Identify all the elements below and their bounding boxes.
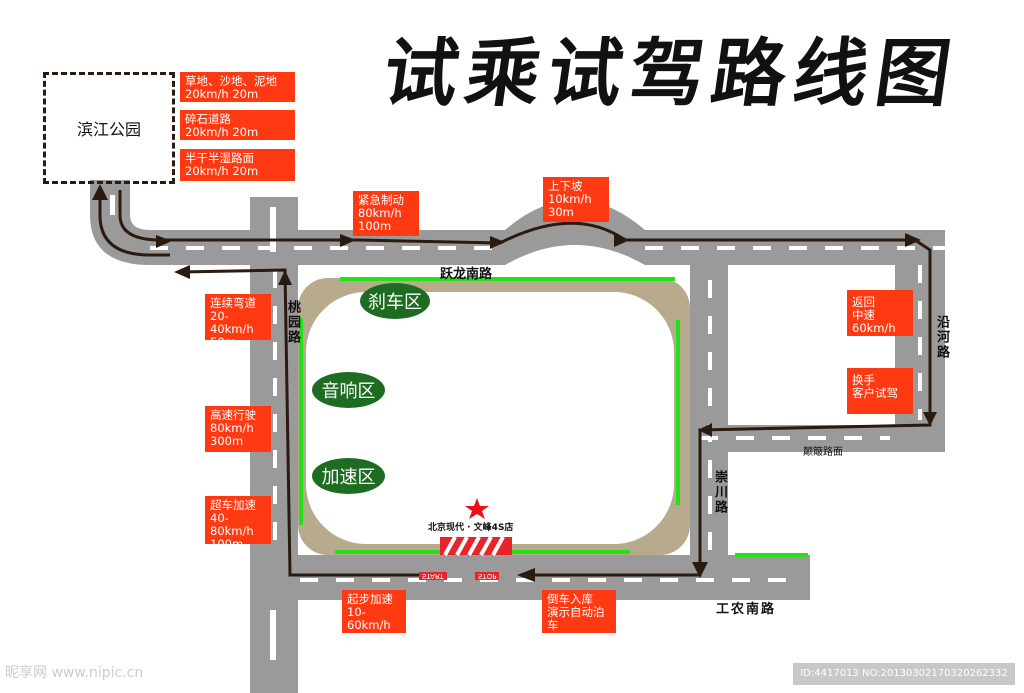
label-speed: 20km/h 20m — [185, 164, 259, 178]
road-taoyuan: 桃园路 — [285, 300, 300, 345]
park-label: 滨江公园 — [76, 120, 141, 139]
label-emergency-brake: 紧急制动 80km/h 100m — [353, 191, 419, 236]
label-overtake: 超车加速 40-80km/h 100m — [205, 496, 271, 551]
stop-marker: STOP — [475, 572, 500, 580]
zone-acceleration: 加速区 — [312, 458, 385, 494]
label-return: 返回 中速60km/h — [847, 290, 913, 336]
label-parking: 倒车入库 演示自动泊车 — [542, 590, 616, 633]
label-title: 草地、沙地、泥地 — [185, 74, 277, 88]
road-gongnong: 工农南路 — [716, 602, 777, 617]
star-icon — [465, 498, 489, 519]
road-yuelong: 跃龙南路 — [440, 267, 493, 282]
label-speed: 20km/h 20m — [185, 87, 259, 101]
watermark: 昵享网 www.nipic.cn — [5, 665, 144, 681]
label-start-accel: 起步加速 10-60km/h 100m — [342, 590, 406, 645]
road-yanhe: 沿河路 — [934, 315, 949, 360]
road-chongchuan: 崇川路 — [712, 470, 727, 515]
road-bumpy: 颠簸路面 — [803, 447, 843, 458]
start-marker: START — [419, 572, 447, 580]
label-curves: 连续弯道 20-40km/h 50m — [205, 294, 271, 349]
zone-brake: 刹车区 — [360, 283, 430, 319]
lane-markings — [110, 195, 276, 660]
green-lines — [299, 277, 808, 557]
label-slope: 上下坡 10km/h 30m — [543, 177, 609, 222]
label-switch-driver: 换手 客户试驾 — [847, 368, 913, 414]
label-title: 碎石道路 — [185, 112, 231, 126]
dealer-name: 北京现代 · 文峰4S店 — [428, 523, 514, 533]
label-high-speed: 高速行驶 80km/h 300m — [205, 406, 271, 452]
page-title: 试乘试驾路线图 — [378, 31, 965, 117]
park-area: 滨江公园 — [43, 72, 175, 184]
image-id: ID:4417013 NO:20130302170320262332 — [793, 663, 1015, 685]
label-speed: 20km/h 20m — [185, 125, 259, 139]
zone-audio: 音响区 — [312, 372, 385, 408]
label-title: 半干半湿路面 — [185, 151, 254, 165]
